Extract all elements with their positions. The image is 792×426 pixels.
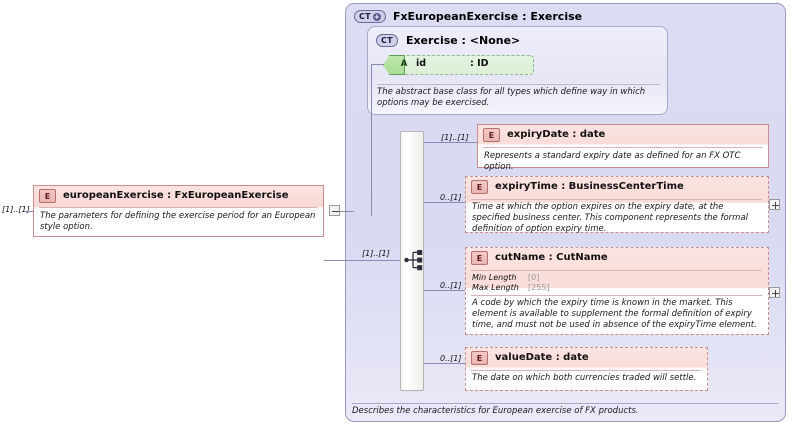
element-expiryTime-body (465, 176, 769, 233)
element-expiryDate-title: expiryDate : date (507, 129, 606, 140)
attribute-icon: A (400, 59, 408, 69)
element-cutName[interactable]: E cutName : CutName Min Length [0] Max L… (465, 247, 769, 335)
footer-separator (352, 403, 778, 404)
attribute-id-box[interactable] (383, 55, 534, 75)
basetype-badge-label: CT (381, 36, 393, 45)
element-cutName-title: cutName : CutName (495, 252, 608, 263)
particle-0-connector (424, 142, 477, 143)
particle-1-connector (424, 202, 465, 203)
expand-toggle-cutName[interactable] (769, 287, 780, 298)
basetype-documentation: The abstract base class for all types wh… (377, 87, 646, 109)
element-valueDate-body (465, 347, 708, 391)
element-europeanExercise-body (33, 185, 324, 237)
complextype-badge[interactable]: CT+ (354, 10, 386, 23)
element-cutName-separator-top (471, 270, 762, 271)
element-expiryDate-body (477, 124, 769, 168)
attribute-connector-horizontal (371, 64, 389, 65)
element-valueDate-documentation: The date on which both currencies traded… (472, 373, 697, 383)
element-expiryTime-icon: E (471, 180, 488, 194)
expand-toggle-expiryTime[interactable] (769, 199, 780, 210)
complextype-footer-documentation: Describes the characteristics for Europe… (352, 406, 639, 416)
basetype-title: Exercise : <None> (405, 34, 521, 47)
element-badge-icon: E (39, 189, 56, 203)
compositor-cardinality: [1]..[1] (362, 249, 390, 258)
element-valueDate-separator (471, 370, 701, 371)
element-expiryTime[interactable]: E expiryTime : BusinessCenterTime Time a… (465, 176, 769, 235)
sequence-icon (404, 249, 426, 271)
basetype-header: CT Exercise : <None> (376, 34, 520, 47)
collapse-toggle-root[interactable] (329, 205, 340, 216)
complextype-badge-label: CT (359, 12, 371, 21)
attribute-connector-vertical (371, 64, 372, 216)
particle-3-cardinality: 0..[1] (440, 354, 462, 363)
element-valueDate[interactable]: E valueDate : date The date on which bot… (465, 347, 708, 391)
element-expiryTime-documentation: Time at which the option expires on the … (472, 202, 749, 235)
facet-min-length-value: [0] (528, 273, 540, 282)
element-europeanExercise-separator (39, 207, 317, 208)
element-europeanExercise-documentation: The parameters for defining the exercise… (40, 211, 316, 233)
element-expiryDate[interactable]: E expiryDate : date Represents a standar… (477, 124, 769, 172)
element-europeanExercise-title: europeanExercise : FxEuropeanExercise (63, 190, 289, 201)
plus-icon: + (372, 12, 381, 21)
element-cutName-documentation: A code by which the expiry time is known… (472, 298, 757, 331)
element-expiryDate-separator (483, 147, 762, 148)
particle-2-connector (424, 290, 465, 291)
attribute-name: id (416, 58, 427, 69)
element-cutName-separator-bottom (471, 295, 762, 296)
root-to-compositor-connector (324, 260, 400, 261)
element-expiryDate-documentation: Represents a standard expiry date as def… (484, 151, 741, 173)
root-toggle-connector (340, 211, 354, 212)
basetype-badge[interactable]: CT (376, 34, 398, 47)
element-valueDate-title: valueDate : date (495, 352, 589, 363)
particle-0-cardinality: [1]..[1] (441, 133, 469, 142)
attribute-badge-shape (383, 55, 405, 75)
facet-max-length-value: [255] (528, 283, 550, 292)
particle-2-cardinality: 0..[1] (440, 281, 462, 290)
facet-min-length-label: Min Length (472, 273, 517, 282)
element-expiryTime-title: expiryTime : BusinessCenterTime (495, 181, 684, 192)
complextype-title: FxEuropeanExercise : Exercise (392, 10, 583, 23)
element-europeanExercise[interactable]: E europeanExercise : FxEuropeanExercise … (33, 185, 324, 237)
particle-1-cardinality: 0..[1] (440, 193, 462, 202)
element-cutName-icon: E (471, 251, 488, 265)
root-element-cardinality: [1]..[1] (2, 205, 30, 214)
facet-max-length-label: Max Length (472, 283, 519, 292)
element-expiryDate-icon: E (483, 128, 500, 142)
basetype-separator (377, 84, 660, 85)
particle-3-connector (424, 363, 465, 364)
root-element-stub (24, 211, 33, 212)
element-expiryTime-separator (471, 199, 762, 200)
complextype-header: CT+ FxEuropeanExercise : Exercise (354, 10, 582, 23)
element-valueDate-icon: E (471, 351, 488, 365)
element-cutName-body (465, 247, 769, 335)
attribute-type: : ID (470, 58, 489, 69)
